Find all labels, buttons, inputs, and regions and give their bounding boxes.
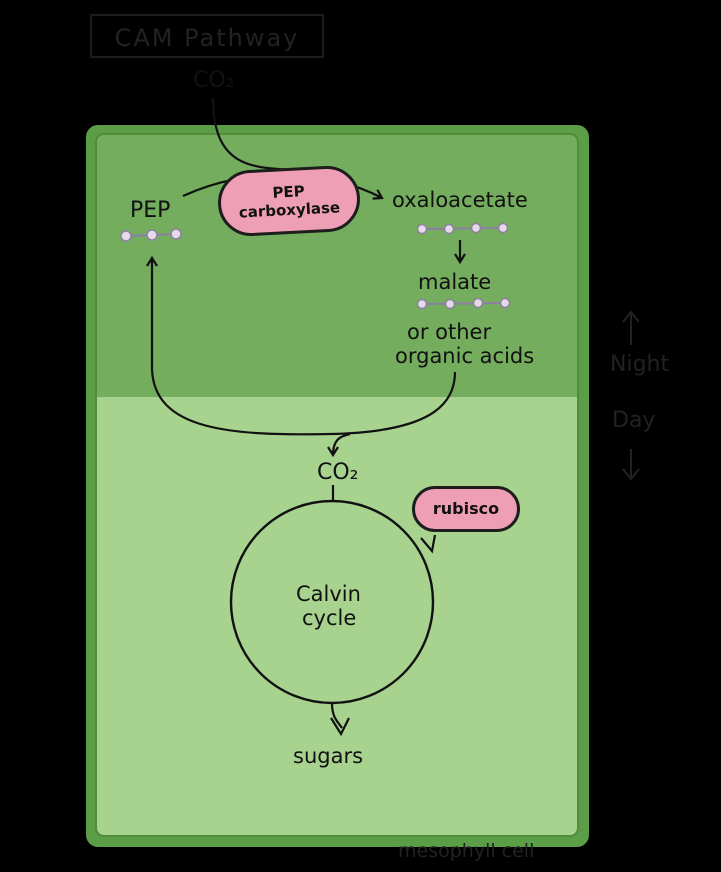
- regeneration-loop-arrow: [146, 255, 457, 436]
- night-label: Night: [610, 352, 670, 377]
- malate-label: malate: [418, 270, 492, 294]
- co2-atmosphere-label: CO₂: [193, 68, 235, 93]
- calvin-cycle-line1: Calvin: [296, 582, 361, 606]
- sugars-output-arrow: [330, 702, 343, 729]
- co2-day-label: CO₂: [317, 460, 359, 485]
- malate-carbon-chain: [416, 297, 511, 310]
- rubisco-enzyme: rubisco: [412, 486, 520, 532]
- oxaloacetate-carbon-chain: [416, 222, 509, 235]
- calvin-cycle-line2: cycle: [302, 606, 357, 630]
- diagram-title: CAM Pathway: [114, 24, 300, 52]
- pep-carboxylase-enzyme: PEP carboxylase: [216, 164, 362, 238]
- night-arrow-icon: [622, 310, 640, 345]
- night-zone: [96, 134, 578, 397]
- other-acids-line1: or other: [407, 320, 492, 344]
- co2-release-arrow: [327, 432, 351, 458]
- mesophyll-cell-label: mesophyll cell: [398, 840, 535, 862]
- sugars-label: sugars: [293, 744, 364, 768]
- title-box: CAM Pathway: [90, 14, 324, 58]
- calvin-cycle-arrowhead: [420, 534, 437, 554]
- pep-label: PEP: [130, 198, 171, 223]
- other-acids-line2: organic acids: [395, 344, 535, 368]
- pep-carboxylase-line2: carboxylase: [238, 198, 341, 222]
- oxaloacetate-label: oxaloacetate: [392, 188, 528, 212]
- day-arrow-icon: [622, 449, 640, 481]
- pep-carbon-chain: [120, 228, 182, 242]
- day-label: Day: [612, 408, 656, 433]
- rubisco-label: rubisco: [432, 499, 500, 518]
